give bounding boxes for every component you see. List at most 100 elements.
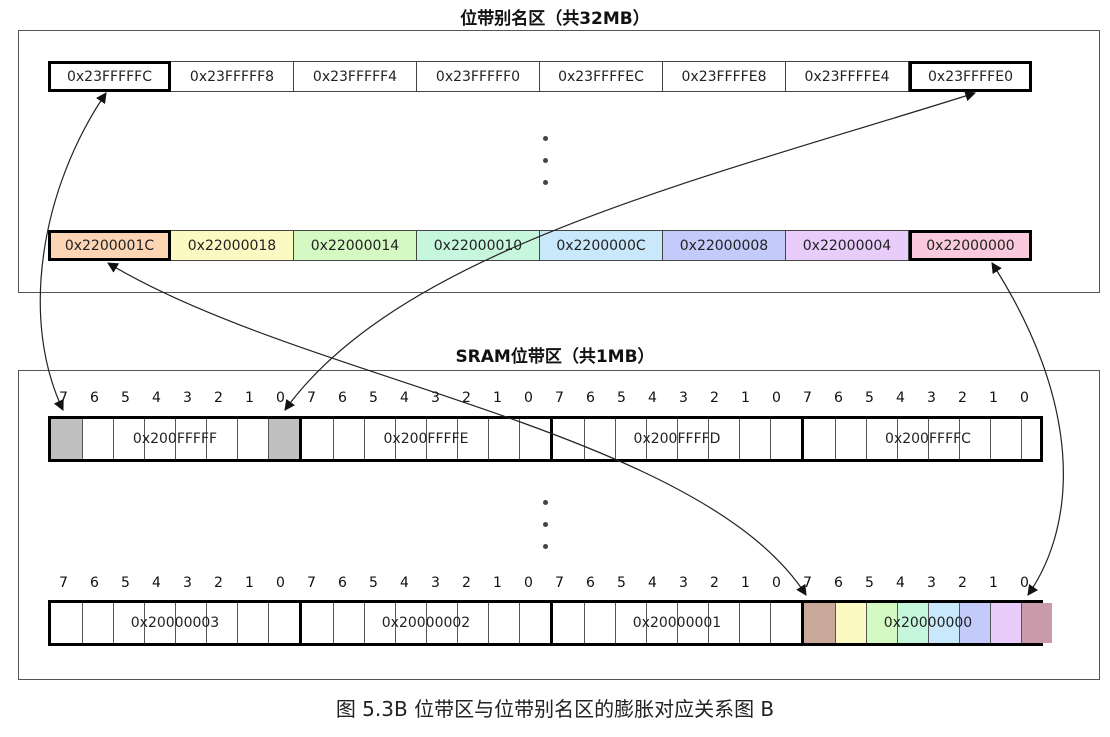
bit-number: 6 — [90, 575, 99, 591]
bit-number: 0 — [524, 575, 533, 591]
sram-bit — [237, 419, 268, 459]
alias-top-row-cell: 0x23FFFFF0 — [417, 61, 540, 92]
sram-bit — [457, 603, 488, 643]
bit-number: 7 — [307, 575, 316, 591]
bit-number: 4 — [400, 575, 409, 591]
sram-bit — [990, 603, 1021, 643]
sram-bit — [959, 419, 990, 459]
bit-number: 5 — [865, 575, 874, 591]
sram-region-title: SRAM位带区（共1MB） — [455, 347, 655, 367]
sram-bit — [835, 603, 866, 643]
bit-number: 1 — [741, 390, 750, 406]
bit-number: 3 — [927, 390, 936, 406]
alias-top-row-cell: 0x23FFFFF4 — [294, 61, 417, 92]
bit-number: 4 — [152, 575, 161, 591]
sram-bit — [835, 419, 866, 459]
alias-bottom-row-cell: 0x22000014 — [294, 230, 417, 261]
sram-bit — [113, 603, 144, 643]
bit-number: 0 — [772, 390, 781, 406]
alias-bottom-row-cell: 0x22000004 — [786, 230, 909, 261]
bit-number: 1 — [245, 390, 254, 406]
bit-number: 3 — [183, 575, 192, 591]
sram-bit — [144, 603, 175, 643]
bit-number: 1 — [493, 575, 502, 591]
alias-top-row-cell: 0x23FFFFFC — [48, 61, 171, 92]
sram-bit — [51, 603, 82, 643]
sram-bit — [268, 603, 299, 643]
sram-bit — [646, 603, 677, 643]
sram-bit — [395, 419, 426, 459]
sram-bit — [897, 419, 928, 459]
sram-bit — [488, 419, 519, 459]
sram-bit — [144, 419, 175, 459]
figure-caption: 图 5.3B 位带区与位带别名区的膨胀对应关系图 B — [335, 697, 775, 721]
bit-number: 6 — [586, 575, 595, 591]
bit-number: 7 — [59, 575, 68, 591]
sram-bit — [488, 603, 519, 643]
alias-bottom-row-cell: 0x22000008 — [663, 230, 786, 261]
sram-bit — [928, 419, 959, 459]
sram-bit — [646, 419, 677, 459]
bit-number: 0 — [276, 390, 285, 406]
bit-number: 2 — [710, 390, 719, 406]
sram-bit — [333, 419, 364, 459]
bit-number: 1 — [989, 575, 998, 591]
bit-number: 6 — [338, 390, 347, 406]
sram-byte: 0x200FFFFD — [550, 419, 801, 459]
sram-bit — [206, 419, 237, 459]
sram-bit — [866, 419, 897, 459]
alias-top-row-cell: 0x23FFFFF8 — [171, 61, 294, 92]
sram-bit — [426, 419, 457, 459]
bit-number: 5 — [121, 575, 130, 591]
bit-number: 4 — [400, 390, 409, 406]
bit-number: 6 — [90, 390, 99, 406]
alias-bottom-row-cell: 0x22000000 — [909, 230, 1032, 261]
bit-number: 3 — [183, 390, 192, 406]
bit-number: 2 — [462, 390, 471, 406]
bit-number: 4 — [648, 575, 657, 591]
bit-number: 0 — [772, 575, 781, 591]
sram-bit — [519, 603, 550, 643]
bit-number: 3 — [927, 575, 936, 591]
bit-number: 1 — [245, 575, 254, 591]
bit-number: 7 — [307, 390, 316, 406]
sram-bit — [364, 419, 395, 459]
sram-bit — [990, 419, 1021, 459]
bit-number: 7 — [803, 575, 812, 591]
bit-number: 3 — [679, 575, 688, 591]
sram-bit — [175, 603, 206, 643]
sram-bit — [770, 603, 801, 643]
bit-number: 2 — [958, 390, 967, 406]
sram-bit — [457, 419, 488, 459]
bit-number: 3 — [679, 390, 688, 406]
bit-number: 0 — [276, 575, 285, 591]
bit-number: 0 — [1020, 575, 1029, 591]
sram-bit — [739, 603, 770, 643]
sram-bit — [175, 419, 206, 459]
alias-top-row-cell: 0x23FFFFE4 — [786, 61, 909, 92]
sram-bit — [897, 603, 928, 643]
ellipsis-dots — [541, 136, 549, 202]
sram-bit — [237, 603, 268, 643]
sram-bit — [519, 419, 550, 459]
sram-bit — [804, 419, 835, 459]
sram-bit — [804, 603, 835, 643]
sram-bit — [928, 603, 959, 643]
bit-number: 5 — [617, 390, 626, 406]
bit-number: 2 — [958, 575, 967, 591]
sram-bit — [82, 603, 113, 643]
alias-top-row-cell: 0x23FFFFEC — [540, 61, 663, 92]
sram-bit — [677, 419, 708, 459]
bit-number: 6 — [834, 390, 843, 406]
bit-number: 4 — [152, 390, 161, 406]
bit-number: 5 — [369, 390, 378, 406]
sram-bit — [584, 419, 615, 459]
alias-region-title: 位带别名区（共32MB） — [460, 9, 650, 29]
bit-number: 4 — [896, 390, 905, 406]
sram-bit — [615, 419, 646, 459]
bit-number: 3 — [431, 575, 440, 591]
sram-bit — [333, 603, 364, 643]
sram-byte: 0x200FFFFC — [801, 419, 1052, 459]
